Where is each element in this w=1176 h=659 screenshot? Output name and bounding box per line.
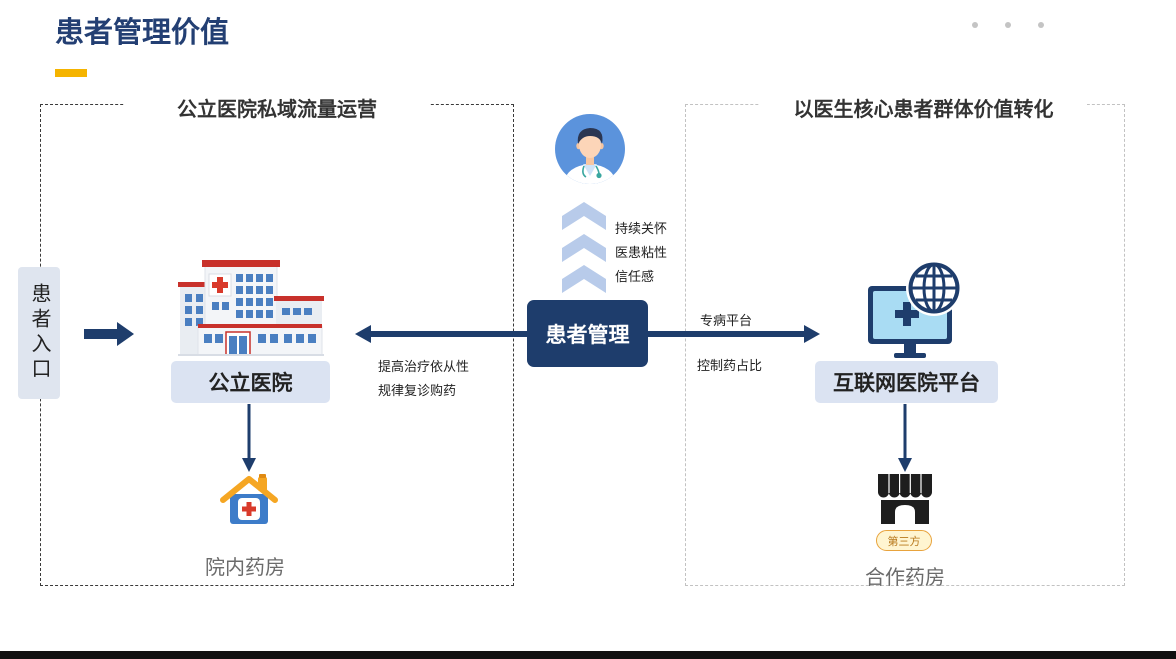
globe-icon — [906, 260, 962, 316]
store-awning — [878, 474, 932, 498]
arrowhead — [804, 325, 820, 343]
down-arrow-svg — [242, 404, 256, 472]
down-arrow-svg — [898, 404, 912, 472]
hospital-tower — [202, 260, 280, 327]
arrowhead — [355, 325, 371, 343]
chevron — [562, 202, 606, 230]
entry-arrow-icon — [84, 322, 134, 346]
pharmacy-house-svg — [220, 474, 278, 524]
store-icon — [874, 472, 936, 526]
store-svg — [878, 474, 932, 524]
up-chevrons-svg — [562, 202, 606, 293]
doctor-figure — [563, 128, 617, 184]
drug-ratio-text: 控制药占比 — [697, 358, 763, 373]
right-arrow-svg — [648, 325, 820, 343]
bottle-cap — [259, 474, 266, 478]
page-title: 患者管理价值 — [55, 17, 230, 49]
arrowhead — [242, 458, 256, 472]
arrow-shaft — [648, 331, 806, 337]
entry-arrow-svg — [84, 322, 134, 346]
cross-horizontal — [242, 506, 256, 512]
chevron — [562, 265, 606, 293]
doctor-avatar-svg — [555, 114, 625, 184]
chevron — [562, 234, 606, 262]
doctor-avatar-icon — [555, 114, 625, 184]
third-party-badge: 第三方 — [876, 530, 932, 551]
decorative-dot — [1038, 22, 1044, 28]
decorative-dot — [972, 22, 978, 28]
house-roof — [220, 476, 278, 503]
benefit-continuous-care: 持续关怀 — [615, 221, 668, 236]
platform-to-pharmacy-arrow-icon — [897, 404, 913, 472]
arrow-shaft — [247, 404, 251, 460]
arrowhead — [117, 322, 134, 346]
patient-entry-label: 患者入口 — [28, 283, 50, 383]
specialty-platform-text: 专病平台 — [700, 313, 753, 328]
left-arrow-svg — [355, 325, 528, 343]
pharmacy-house-icon — [220, 474, 278, 526]
hospital-building-icon — [178, 258, 324, 358]
adherence-text: 提高治疗依从性 — [378, 359, 470, 374]
arrowhead — [898, 458, 912, 472]
internet-hospital-platform-label: 互联网医院平台 — [815, 361, 998, 403]
hospital-right-wing — [274, 296, 324, 326]
partner-pharmacy-label: 合作药房 — [865, 567, 945, 589]
title-accent-bar — [55, 69, 87, 77]
arrow-shaft — [903, 404, 907, 460]
internet-monitor-svg — [868, 260, 962, 358]
hospital-base — [178, 324, 324, 356]
bottom-bar — [0, 651, 1176, 659]
public-hospital-label: 公立医院 — [171, 361, 330, 403]
hospital-to-pharmacy-arrow-icon — [241, 404, 257, 472]
benefit-trust: 信任感 — [615, 269, 655, 284]
left-panel-title: 公立医院私域流量运营 — [124, 97, 430, 123]
benefit-doctor-patient-stickiness: 医患粘性 — [615, 245, 668, 260]
arrow-shaft — [369, 331, 528, 337]
up-chevrons-icon — [562, 202, 606, 294]
patient-management-box: 患者管理 — [527, 300, 648, 367]
store-building — [881, 500, 929, 524]
regular-revisit-text: 规律复诊购药 — [378, 383, 457, 398]
internet-monitor-icon — [866, 260, 966, 360]
right-panel-title: 以医生核心患者群体价值转化 — [760, 97, 1087, 123]
left-arrow-icon — [355, 325, 528, 343]
decorative-dot — [1005, 22, 1011, 28]
patient-entry-box: 患者入口 — [18, 267, 60, 399]
right-arrow-icon — [648, 325, 820, 343]
hospital-building-svg — [178, 260, 324, 356]
arrow-shaft — [84, 329, 120, 339]
inner-pharmacy-label: 院内药房 — [205, 557, 285, 579]
